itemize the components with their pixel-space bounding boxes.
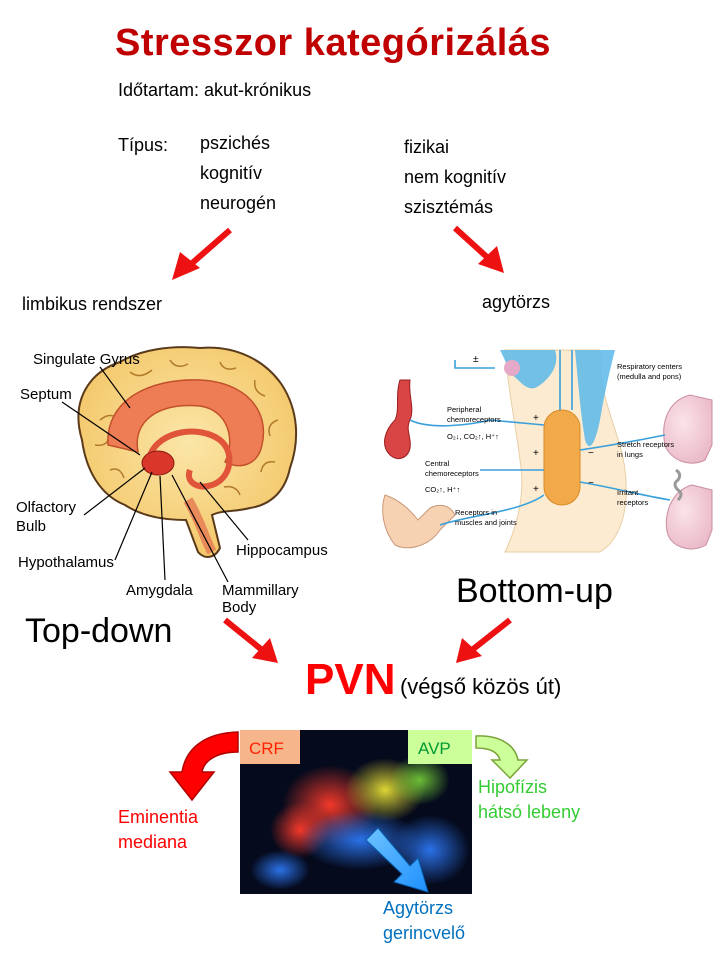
respiratory-center bbox=[543, 409, 581, 506]
eminentia-label: Eminentia bbox=[118, 807, 199, 827]
resp-label-muscles: Receptors in bbox=[455, 508, 497, 517]
arrow-to-agytorzs bbox=[365, 827, 429, 893]
brain-label-septum: Septum bbox=[20, 386, 72, 403]
pvn-label: PVN bbox=[305, 655, 396, 704]
physical-type-item: nem kognitív bbox=[404, 167, 507, 187]
resp-sign-plus: + bbox=[533, 448, 539, 459]
resp-label-centers-2: (medulla and pons) bbox=[617, 372, 682, 381]
brain-label-mammillary: Mammillary bbox=[222, 582, 299, 599]
arrow-bottomup-to-pvn bbox=[456, 617, 512, 663]
arrow-topdown-to-pvn bbox=[223, 617, 278, 663]
resp-label-peripheral-3: O₂↓, CO₂↑, H⁺↑ bbox=[447, 432, 499, 441]
agytorzs-label-2: gerincvelő bbox=[383, 923, 465, 943]
resp-label-peripheral-2: chemoreceptors bbox=[447, 415, 501, 424]
arrow-to-limbic bbox=[172, 227, 232, 280]
arm bbox=[382, 494, 456, 549]
limbic-label: limbikus rendszer bbox=[22, 294, 163, 314]
resp-label-peripheral: Peripheral bbox=[447, 405, 482, 414]
resp-sign-plus: + bbox=[533, 413, 539, 424]
type-label: Típus: bbox=[118, 135, 169, 155]
pvn-heading: PVN (végső közös út) bbox=[305, 655, 561, 705]
physical-type-list: fizikai nem kognitív szisztémás bbox=[404, 132, 506, 222]
arrow-to-brainstem bbox=[452, 225, 504, 273]
limbic-cingulate bbox=[107, 379, 265, 467]
output-label-group: Eminentia mediana Hipofízis hátsó lebeny… bbox=[118, 777, 580, 943]
avp-label: AVP bbox=[418, 739, 451, 758]
brain-outline bbox=[77, 346, 298, 558]
brain-label-olfactory: Olfactory bbox=[16, 499, 77, 516]
resp-sign-plus: + bbox=[533, 484, 539, 495]
agytorzs-label: Agytörzs bbox=[383, 898, 453, 918]
medulla-spot bbox=[504, 360, 520, 376]
physical-type-item: szisztémás bbox=[404, 197, 494, 217]
eminentia-label-2: mediana bbox=[118, 832, 188, 852]
brain-label-amygdala: Amygdala bbox=[126, 582, 193, 599]
crf-box bbox=[240, 730, 300, 764]
resp-sign-minus: − bbox=[588, 448, 594, 459]
limbic-fornix bbox=[147, 428, 233, 490]
csf-blue bbox=[500, 350, 615, 447]
lung-lower bbox=[665, 484, 713, 550]
resp-label-irritant-2: receptors bbox=[617, 498, 649, 507]
pvn-subtitle: (végső közös út) bbox=[399, 674, 562, 699]
brain-label-hypothalamus: Hypothalamus bbox=[18, 554, 114, 571]
brain-label-olfactory-2: Bulb bbox=[16, 518, 46, 535]
bottom-up-label: Bottom-up bbox=[456, 572, 613, 610]
resp-label-plusminus: ± bbox=[473, 354, 479, 365]
lung-upper bbox=[663, 394, 713, 464]
arrow-to-eminentia bbox=[168, 731, 239, 802]
resp-sign-minus: − bbox=[588, 478, 594, 489]
bronchus bbox=[673, 468, 683, 502]
hipofizis-label: Hipofízis bbox=[478, 777, 547, 797]
limbic-thalamus bbox=[141, 450, 175, 476]
brainstem-label: agytörzs bbox=[482, 292, 551, 312]
crf-label: CRF bbox=[249, 739, 284, 758]
resp-label-stretch-2: in lungs bbox=[617, 450, 643, 459]
resp-label-central: Central bbox=[425, 459, 450, 468]
brain-label-group: Singulate Gyrus Septum Olfactory Bulb Hy… bbox=[16, 351, 328, 616]
resp-label-stretch: Stretch receptors bbox=[617, 440, 674, 449]
resp-label-central-3: CO₂↑, H⁺↑ bbox=[425, 485, 460, 494]
brain-label-hippocampus: Hippocampus bbox=[236, 542, 328, 559]
resp-label-centers: Respiratory centers bbox=[617, 362, 682, 371]
brain-illustration bbox=[77, 346, 298, 558]
resp-label-central-2: chemoreceptors bbox=[425, 469, 479, 478]
pvn-microscopy: CRF AVP bbox=[240, 730, 472, 894]
psychic-type-item: pszichés bbox=[200, 133, 271, 153]
respiratory-label-group: ± Respiratory centers (medulla and pons)… bbox=[425, 354, 682, 527]
psychic-type-item: neurogén bbox=[200, 193, 277, 213]
brain-label-mammillary-2: Body bbox=[222, 599, 257, 616]
resp-label-irritant: Irritant bbox=[617, 488, 639, 497]
page-title: Stresszor kategórizálás bbox=[115, 22, 552, 64]
psychic-type-item: kognitív bbox=[200, 163, 263, 183]
respiratory-illustration bbox=[382, 349, 713, 553]
arrow-to-hipofizis bbox=[475, 735, 529, 780]
brain-leader-lines bbox=[61, 366, 249, 583]
physical-type-item: fizikai bbox=[404, 137, 450, 157]
duration-text: Időtartam: akut-krónikus bbox=[118, 80, 312, 100]
top-down-label: Top-down bbox=[25, 612, 173, 650]
brain-label-singulate: Singulate Gyrus bbox=[33, 351, 140, 368]
aorta bbox=[384, 379, 413, 459]
avp-box bbox=[408, 730, 472, 764]
resp-label-muscles-2: muscles and joints bbox=[455, 518, 517, 527]
psychic-type-list: pszichés kognitív neurogén bbox=[200, 128, 276, 218]
hipofizis-label-2: hátsó lebeny bbox=[478, 802, 580, 822]
